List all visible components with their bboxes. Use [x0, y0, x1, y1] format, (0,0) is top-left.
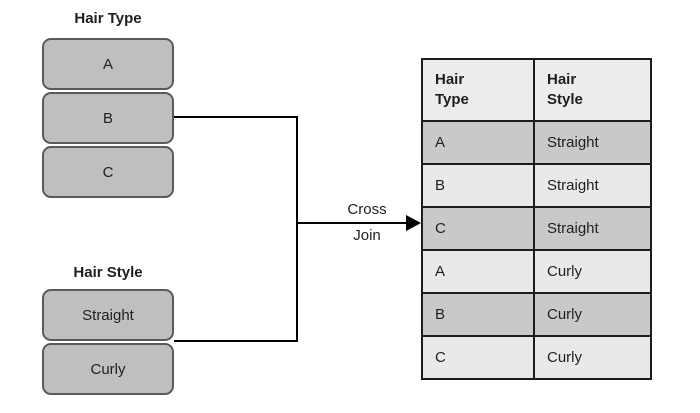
- hair-type-title: Hair Type: [74, 10, 142, 27]
- connector-line-from-hair-type: [174, 116, 298, 118]
- cell-hair-style: Curly: [533, 249, 652, 294]
- table-row: C Straight: [421, 206, 652, 251]
- cell-hair-style: Curly: [533, 292, 652, 337]
- cross-join-result-table: Hair Type Hair Style A Straight B Straig…: [421, 58, 652, 380]
- cell-hair-type: C: [421, 206, 535, 251]
- header-hair-type: Hair Type: [421, 58, 535, 122]
- hair-type-node-c: C: [42, 146, 174, 198]
- header-hair-type-line1: Hair: [435, 71, 465, 88]
- cell-hair-type: B: [421, 292, 535, 337]
- hair-style-title: Hair Style: [73, 264, 143, 281]
- cell-hair-type: B: [421, 163, 535, 208]
- cross-join-label-line2: Join: [329, 227, 405, 245]
- cross-join-label-line1: Cross: [329, 201, 405, 219]
- hair-type-node-b: B: [42, 92, 174, 144]
- header-hair-style: Hair Style: [533, 58, 652, 122]
- cell-hair-style: Straight: [533, 163, 652, 208]
- header-hair-type-line2: Type: [435, 91, 469, 108]
- table-row: B Straight: [421, 163, 652, 208]
- hair-style-node-curly: Curly: [42, 343, 174, 395]
- hair-style-node-straight: Straight: [42, 289, 174, 341]
- table-row: B Curly: [421, 292, 652, 337]
- table-row: A Straight: [421, 120, 652, 165]
- cell-hair-style: Curly: [533, 335, 652, 380]
- hair-style-stack: Straight Curly: [42, 289, 174, 395]
- connector-line-from-hair-style: [174, 340, 298, 342]
- header-hair-style-line2: Style: [547, 91, 583, 108]
- hair-type-stack: A B C: [42, 38, 174, 198]
- table-row: C Curly: [421, 335, 652, 380]
- connector-vertical-line: [296, 116, 298, 342]
- hair-type-node-a: A: [42, 38, 174, 90]
- cell-hair-style: Straight: [533, 206, 652, 251]
- cell-hair-style: Straight: [533, 120, 652, 165]
- table-row: A Curly: [421, 249, 652, 294]
- cross-join-arrow-shaft: [298, 222, 408, 224]
- cell-hair-type: A: [421, 249, 535, 294]
- header-hair-style-line1: Hair: [547, 71, 577, 88]
- table-header-row: Hair Type Hair Style: [421, 58, 652, 122]
- cell-hair-type: A: [421, 120, 535, 165]
- cross-join-arrowhead-icon: [406, 215, 421, 231]
- cell-hair-type: C: [421, 335, 535, 380]
